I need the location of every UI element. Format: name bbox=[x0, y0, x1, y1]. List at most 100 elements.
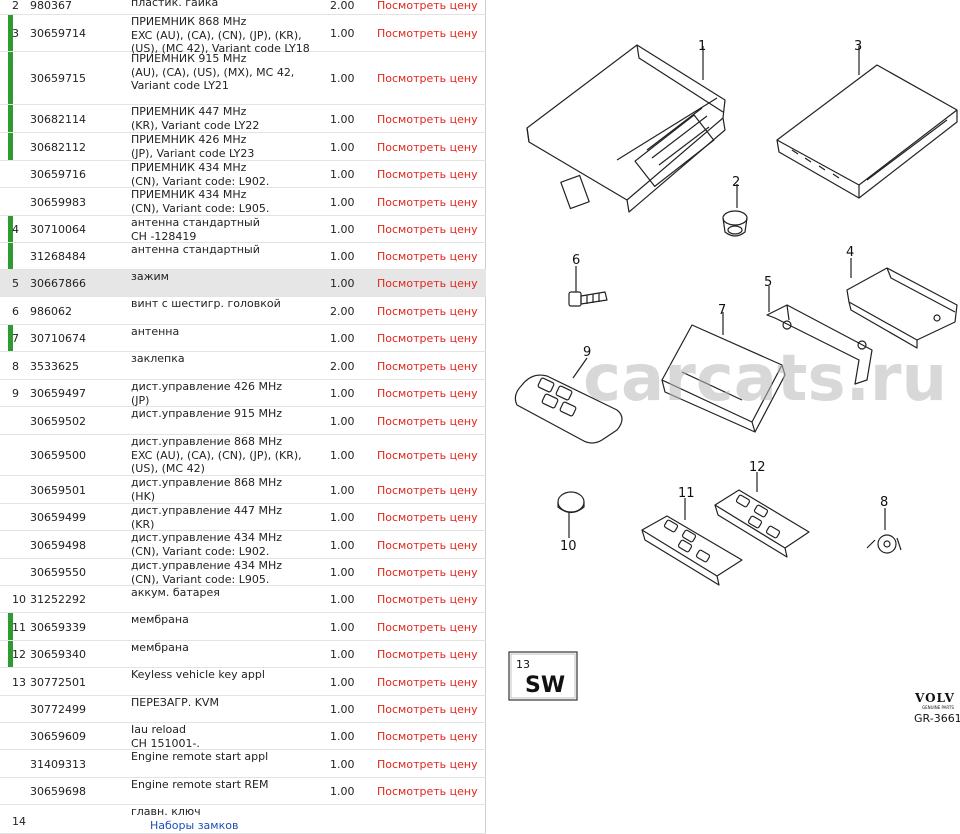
price-link[interactable]: Посмотреть цену bbox=[377, 620, 478, 634]
row-quantity: 1.00 bbox=[330, 538, 355, 552]
row-quantity: 1.00 bbox=[330, 648, 355, 661]
callout-7[interactable]: 7 bbox=[718, 303, 726, 318]
price-link[interactable]: Посмотреть цену bbox=[377, 72, 478, 85]
callout-11[interactable]: 11 bbox=[678, 486, 695, 501]
row-marker bbox=[8, 15, 13, 51]
row-part-number: 31268484 bbox=[30, 250, 86, 263]
callout-4[interactable]: 4 bbox=[846, 245, 854, 260]
row-description: Engine remote start appl bbox=[131, 750, 269, 763]
part-2-nut-drawing bbox=[722, 210, 748, 237]
row-quantity: 1.00 bbox=[330, 675, 355, 689]
price-link[interactable]: Посмотреть цену bbox=[377, 511, 478, 524]
row-marker bbox=[8, 133, 13, 160]
price-link[interactable]: Посмотреть цену bbox=[377, 593, 478, 606]
row-part-number: 30772499 bbox=[30, 703, 86, 716]
row-description: дист.управление 915 MHz bbox=[131, 407, 283, 420]
callout-10[interactable]: 10 bbox=[560, 539, 577, 554]
price-link[interactable]: Посмотреть цену bbox=[377, 387, 478, 400]
price-link[interactable]: Посмотреть цену bbox=[377, 277, 478, 290]
row-position: 4 bbox=[12, 223, 19, 236]
callout-6[interactable]: 6 bbox=[572, 253, 580, 268]
row-description: антенна bbox=[131, 325, 180, 338]
row-description: дист.управление 868 MHz (HK) bbox=[131, 476, 283, 503]
price-link[interactable]: Посмотреть цену bbox=[377, 730, 478, 743]
price-link[interactable]: Посмотреть цену bbox=[377, 703, 478, 716]
row-part-number: 30659498 bbox=[30, 538, 86, 552]
part-11-membrane-drawing bbox=[641, 515, 743, 586]
price-link[interactable]: Посмотреть цену bbox=[377, 359, 478, 373]
price-link[interactable]: Посмотреть цену bbox=[377, 140, 478, 154]
price-link[interactable]: Посмотреть цену bbox=[377, 112, 478, 126]
price-link[interactable]: Посмотреть цену bbox=[377, 449, 478, 462]
callout-2[interactable]: 2 bbox=[732, 175, 740, 190]
row-quantity: 1.00 bbox=[330, 511, 355, 524]
price-link[interactable]: Посмотреть цену bbox=[377, 648, 478, 661]
price-link[interactable]: Посмотреть цену bbox=[377, 785, 478, 798]
callout-1[interactable]: 1 bbox=[698, 39, 706, 54]
callout-9[interactable]: 9 bbox=[583, 345, 591, 360]
price-link[interactable]: Посмотреть цену bbox=[377, 223, 478, 236]
price-link[interactable]: Посмотреть цену bbox=[377, 566, 478, 579]
price-link[interactable]: Посмотреть цену bbox=[377, 27, 478, 40]
callout-5[interactable]: 5 bbox=[764, 275, 772, 290]
row-quantity: 1.00 bbox=[330, 140, 355, 154]
price-link[interactable]: Посмотреть цену bbox=[377, 250, 478, 263]
callout-12[interactable]: 12 bbox=[749, 460, 766, 475]
price-link[interactable]: Посмотреть цену bbox=[377, 0, 478, 12]
callout-8[interactable]: 8 bbox=[880, 495, 888, 510]
row-position: 12 bbox=[12, 648, 26, 661]
price-link[interactable]: Посмотреть цену bbox=[377, 332, 478, 345]
callout-3[interactable]: 3 bbox=[854, 39, 862, 54]
row-part-number: 30772501 bbox=[30, 675, 86, 689]
lock-sets-link[interactable]: Наборы замков bbox=[150, 819, 239, 832]
price-link[interactable]: Посмотреть цену bbox=[377, 675, 478, 689]
row-quantity: 1.00 bbox=[330, 620, 355, 634]
price-link[interactable]: Посмотреть цену bbox=[377, 168, 478, 181]
row-position: 10 bbox=[12, 593, 26, 606]
row-position: 2 bbox=[12, 0, 19, 12]
row-quantity: 1.00 bbox=[330, 195, 355, 209]
row-part-number: 3533625 bbox=[30, 359, 79, 373]
sw-callout-box[interactable]: 13 SW bbox=[508, 651, 578, 701]
price-link[interactable]: Посмотреть цену bbox=[377, 414, 478, 428]
price-link[interactable]: Посмотреть цену bbox=[377, 483, 478, 497]
price-link[interactable]: Посмотреть цену bbox=[377, 304, 478, 318]
row-quantity: 1.00 bbox=[330, 250, 355, 263]
row-quantity: 1.00 bbox=[330, 277, 355, 290]
price-link[interactable]: Посмотреть цену bbox=[377, 757, 478, 771]
price-link[interactable]: Посмотреть цену bbox=[377, 195, 478, 209]
row-part-number: 30682114 bbox=[30, 112, 86, 126]
price-link[interactable]: Посмотреть цену bbox=[377, 538, 478, 552]
row-description: ПРИЕМНИК 915 MHz (AU), (CA), (US), (MX),… bbox=[131, 52, 295, 93]
row-description: аккум. батарея bbox=[131, 586, 220, 599]
